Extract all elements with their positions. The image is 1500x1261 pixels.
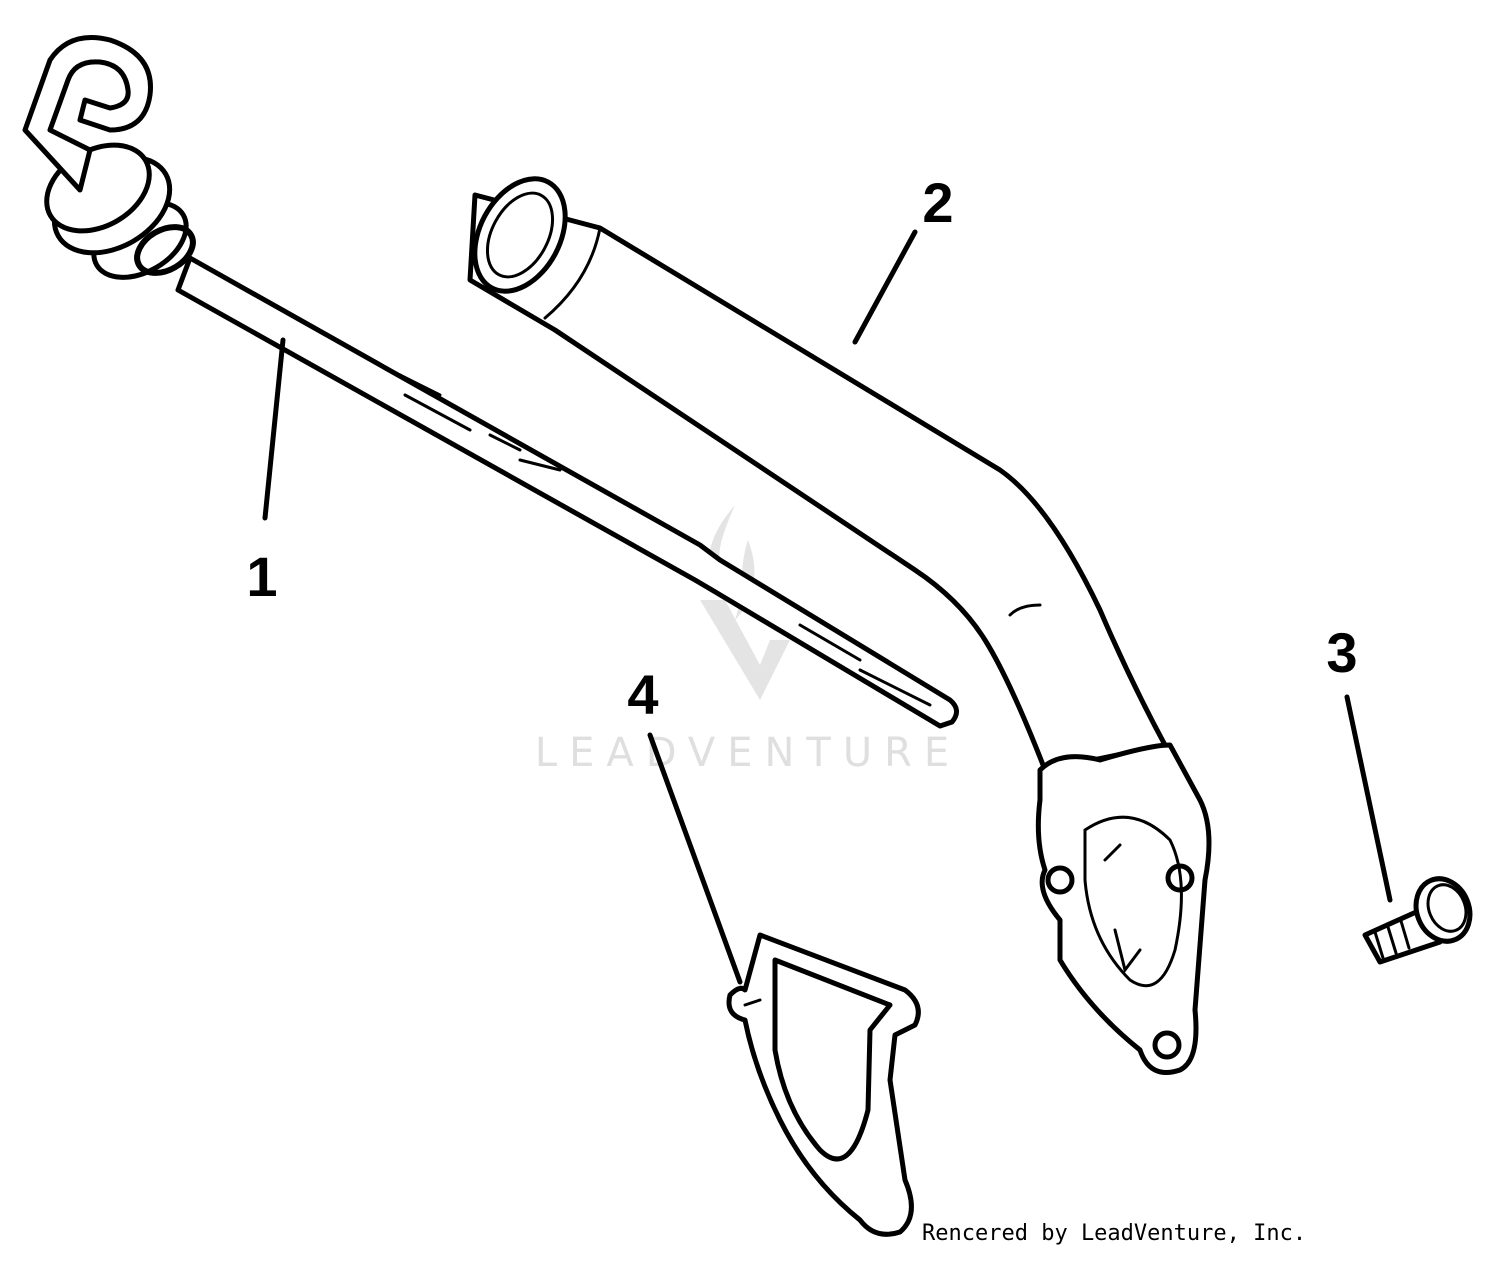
callout-3-label: 3 [1326,621,1357,684]
callout-1-label: 1 [246,545,277,608]
callout-2-label: 2 [922,171,953,234]
callout-4-label: 4 [627,663,658,726]
gasket-part [726,932,921,1237]
callout-3-leader [1344,694,1393,903]
dipstick-part [22,35,959,729]
bolt-part [1362,876,1473,965]
callout-1-leader [262,337,286,521]
callout-2-leader [852,229,918,345]
callout-4-leader [647,732,743,985]
watermark: LEADVENTURE [535,505,961,776]
dipstick-tube-part [467,176,1212,1075]
credit-text: Rencered by LeadVenture, Inc. [922,1221,1306,1246]
watermark-text: LEADVENTURE [535,730,961,776]
